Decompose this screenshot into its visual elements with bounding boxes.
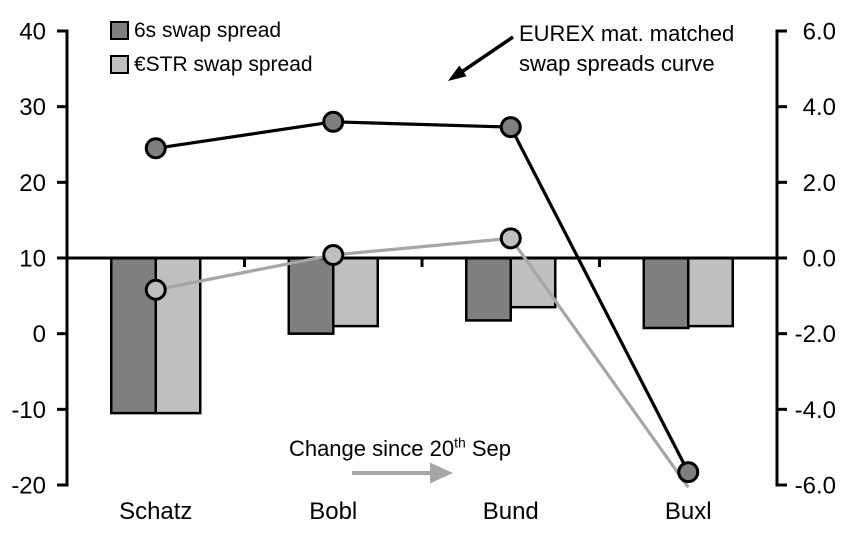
change-arrow-head-icon	[430, 462, 453, 484]
legend-label-estr: €STR swap spread	[134, 52, 313, 76]
right-axis-tick-label: -2.0	[795, 321, 836, 348]
6s-marker-buxl	[677, 461, 700, 484]
annotation-arrow-head-icon	[448, 65, 467, 81]
estr-marker-bobl	[322, 243, 345, 266]
right-axis-tick-label: -6.0	[795, 473, 836, 500]
change-annotation: Change since 20th Sep	[270, 434, 530, 461]
x-label-bund: Bund	[482, 498, 539, 525]
legend-label-6s: 6s swap spread	[134, 18, 282, 42]
x-label-buxl: Buxl	[664, 498, 712, 525]
legend-swatch-estr-icon	[110, 54, 129, 74]
right-axis-tick-label: 6.0	[803, 19, 836, 46]
estr-marker-schatz	[144, 278, 167, 301]
6s-marker-schatz	[144, 137, 167, 160]
right-axis-tick-label: 0.0	[803, 246, 836, 273]
change-annotation-sup: th	[454, 434, 466, 451]
legend-swatch-6s-icon	[110, 20, 129, 40]
right-axis-tick-label: 2.0	[803, 170, 836, 197]
chart-legend: 6s swap spread €STR swap spread	[110, 13, 313, 81]
6s-marker-bobl	[322, 110, 345, 133]
left-axis-tick-label: 0	[33, 321, 46, 348]
legend-item-estr-swap-spread: €STR swap spread	[110, 47, 313, 81]
left-axis-tick-label: 20	[19, 170, 46, 197]
bar-estr-bund	[509, 256, 557, 309]
annotation-arrow-shaft	[462, 35, 514, 73]
bar-6s-buxl	[642, 256, 690, 330]
left-axis-tick-label: -10	[11, 397, 46, 424]
left-axis-tick-label: 40	[19, 19, 46, 46]
left-axis-tick-label: 30	[19, 94, 46, 121]
right-axis-tick-label: -4.0	[795, 397, 836, 424]
bar-estr-buxl	[687, 256, 734, 328]
legend-item-6s-swap-spread: 6s swap spread	[110, 13, 313, 47]
curve-annotation: EUREX mat. matched swap spreads curve	[519, 19, 734, 79]
bar-estr-bobl	[332, 256, 379, 328]
curve-annotation-line2: swap spreads curve	[519, 51, 715, 76]
left-axis-tick-label: 10	[19, 246, 46, 273]
left-axis-tick-label: -20	[11, 473, 46, 500]
bar-6s-bobl	[287, 256, 335, 335]
change-annotation-suffix: Sep	[465, 436, 512, 461]
change-annotation-text: Change since 20	[288, 436, 455, 461]
6s-marker-bund	[499, 116, 522, 139]
x-label-schatz: Schatz	[119, 498, 193, 525]
x-label-bobl: Bobl	[309, 498, 358, 525]
curve-annotation-line1: EUREX mat. matched	[519, 21, 735, 46]
estr-marker-bund	[499, 227, 522, 250]
bar-6s-bund	[465, 256, 512, 322]
right-axis-tick-label: 4.0	[803, 94, 836, 121]
x-axis-labels: Schatz Bobl Bund Buxl	[67, 498, 777, 526]
estr-spread-curve-line	[155, 236, 690, 489]
6s-spread-curve-line	[155, 120, 690, 473]
